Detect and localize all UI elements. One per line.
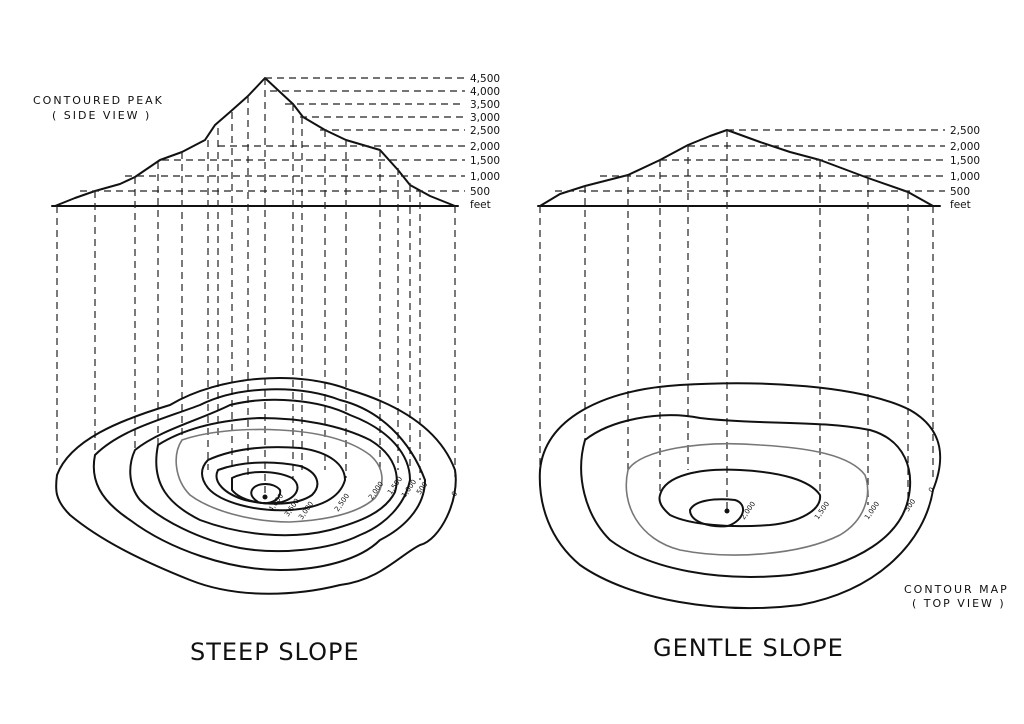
top-view-caption-sub: ( TOP VIEW ): [912, 597, 1006, 610]
elevation-label: 2,500: [950, 125, 980, 137]
contour-label: 2,000: [367, 480, 385, 501]
gentle-elevation-guides: [539, 129, 945, 510]
contour-label: 1,500: [813, 500, 831, 521]
elevation-label: 2,000: [950, 141, 980, 153]
elevation-label: 1,500: [470, 155, 500, 167]
steep-elevation-guides: [56, 77, 465, 498]
gentle-contour-labels: 2,000 1,500 1,000 500 0: [739, 486, 936, 521]
gentle-slope-title: GENTLE SLOPE: [653, 634, 844, 662]
elevation-label: 500: [950, 186, 970, 198]
steep-side-profile: [51, 77, 459, 207]
elevation-label: 3,500: [470, 99, 500, 111]
side-view-caption: CONTOURED PEAK: [33, 94, 164, 107]
top-view-caption: CONTOUR MAP: [904, 583, 1009, 596]
elevation-label: 3,000: [470, 112, 500, 124]
elevation-label: 500: [470, 186, 490, 198]
contour-label: 0: [450, 490, 459, 498]
elevation-label: 2,500: [470, 125, 500, 137]
elevation-label: 4,000: [470, 86, 500, 98]
steep-slope-title: STEEP SLOPE: [190, 638, 360, 666]
contour-label: 0: [927, 486, 936, 494]
gentle-elevation-labels: 2,500 2,000 1,500 1,000 500 feet: [950, 125, 980, 211]
elevation-label: 2,000: [470, 141, 500, 153]
gentle-contour-map: [538, 382, 942, 610]
elevation-label: 1,000: [470, 171, 500, 183]
elevation-label: 1,000: [950, 171, 980, 183]
gentle-side-profile: [537, 129, 941, 207]
elevation-label: feet: [950, 199, 971, 211]
elevation-label: feet: [470, 199, 491, 211]
steep-elevation-labels: 4,500 4,000 3,500 3,000 2,500 2,000 1,50…: [470, 73, 500, 211]
contour-label: 500: [903, 498, 917, 514]
steep-contour-map: [55, 377, 457, 595]
elevation-label: 4,500: [470, 73, 500, 85]
side-view-caption-sub: ( SIDE VIEW ): [52, 109, 151, 122]
elevation-label: 1,500: [950, 155, 980, 167]
